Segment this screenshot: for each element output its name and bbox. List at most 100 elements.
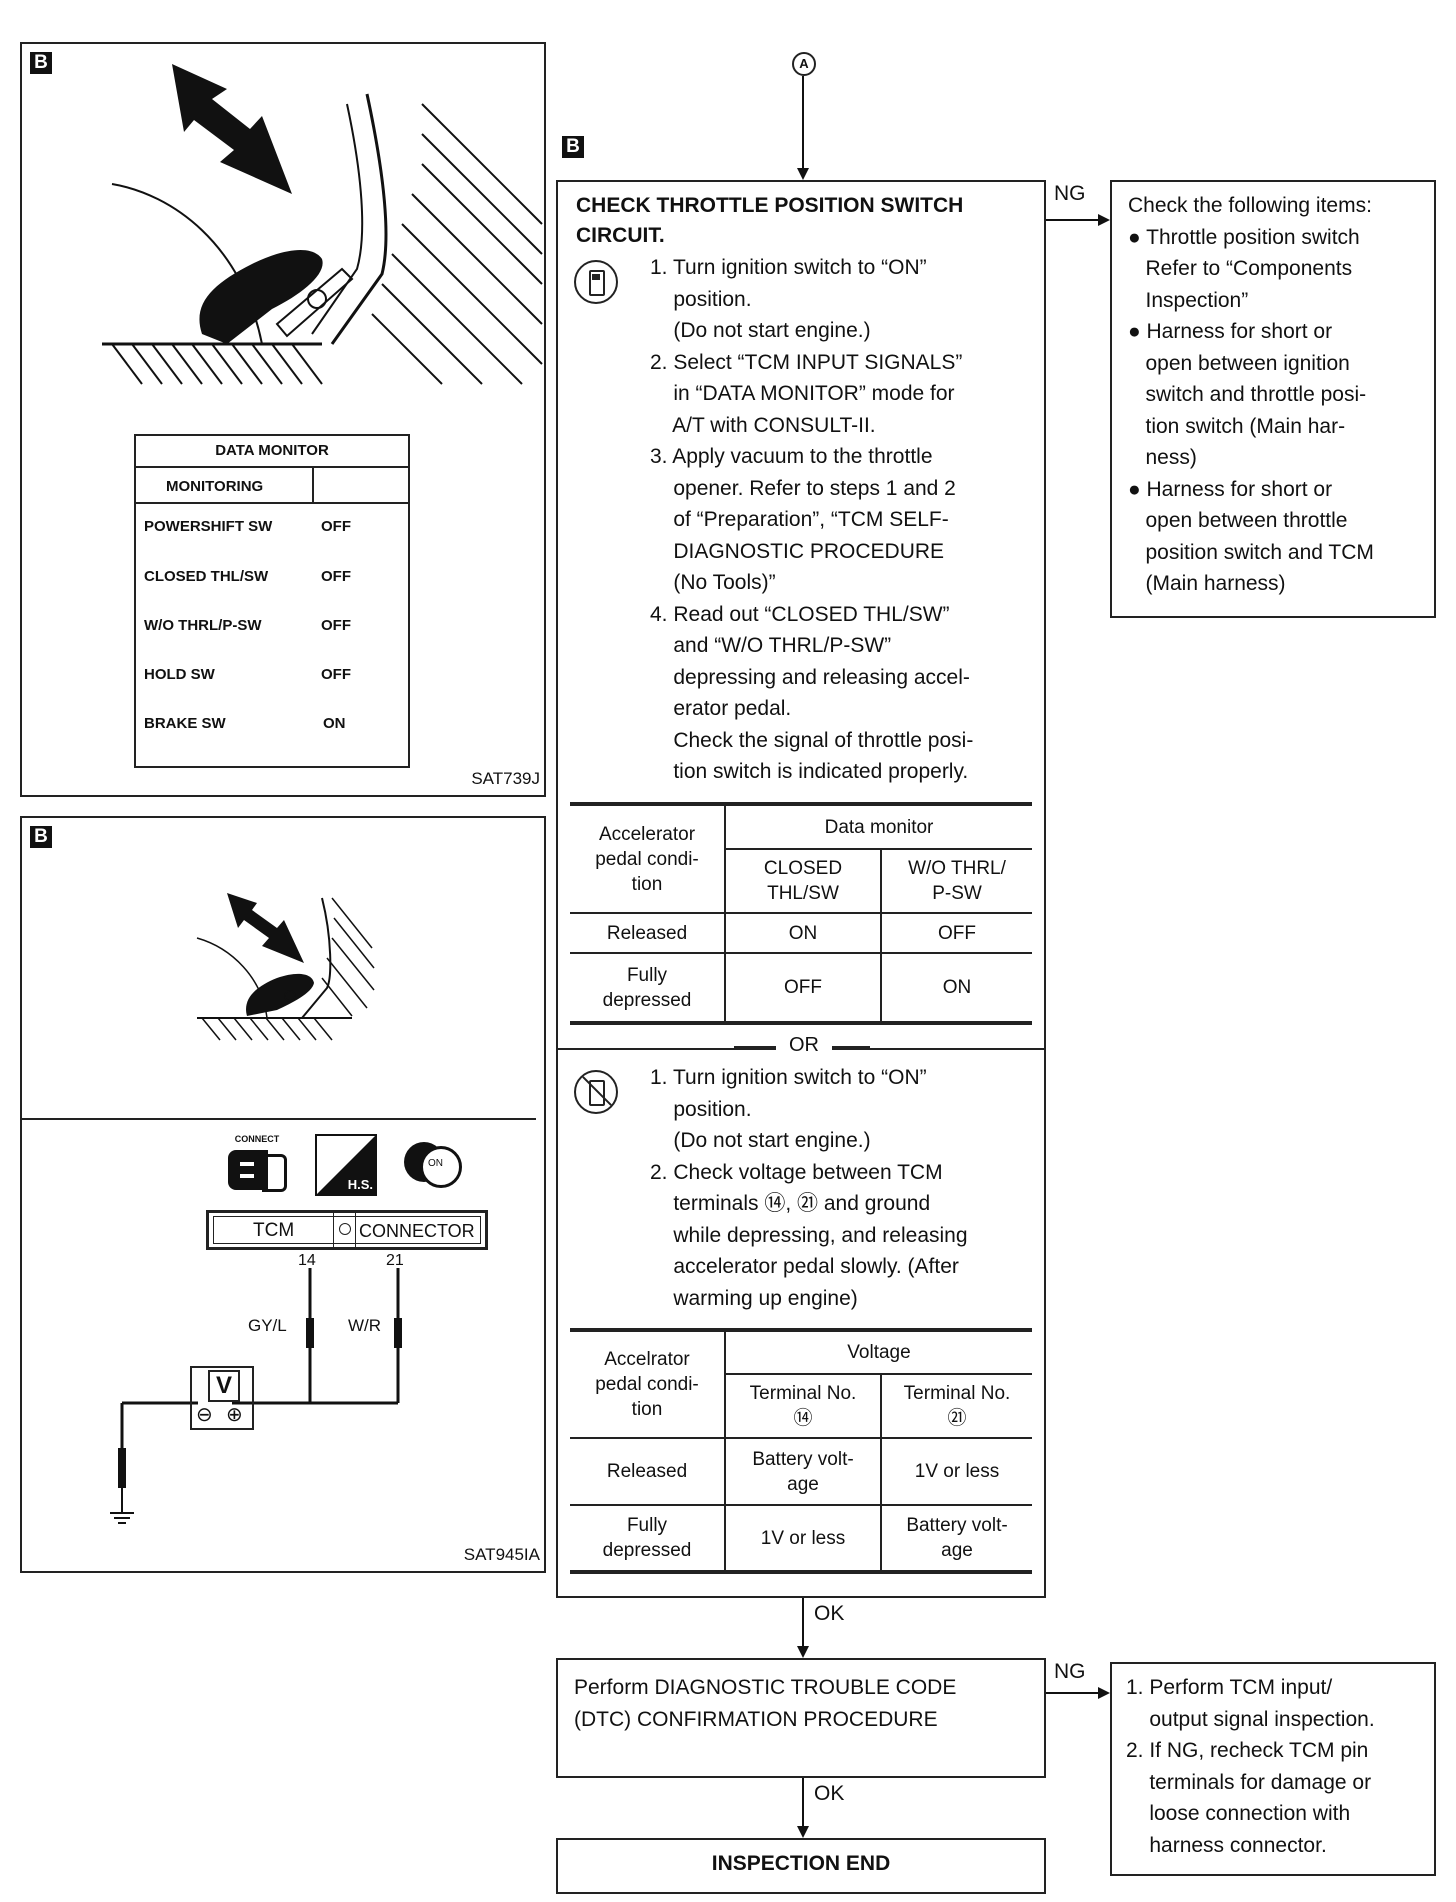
ng-tcm-inspection-box: 1. Perform TCM input/ output signal insp… bbox=[1110, 1662, 1436, 1876]
on-label: ON bbox=[428, 1158, 443, 1169]
text-line: position switch and TCM bbox=[1128, 540, 1374, 564]
header-line: W/O THRL/ bbox=[908, 858, 1006, 879]
cell: Fully depressed bbox=[570, 952, 726, 1024]
ignition-on-icon: ON bbox=[400, 1136, 462, 1192]
text-line: open between throttle bbox=[1128, 509, 1348, 532]
text-line: harness connector. bbox=[1126, 1833, 1327, 1857]
cell-line: age bbox=[787, 1473, 819, 1495]
text-line: open between ignition bbox=[1128, 351, 1350, 375]
connector-a-label: A bbox=[799, 56, 809, 71]
panel-tag-b: B bbox=[30, 826, 52, 848]
text-line: ness) bbox=[1128, 446, 1197, 469]
text-line: terminals for damage or bbox=[1126, 1770, 1372, 1794]
table2-group-header: Voltage bbox=[724, 1329, 1032, 1375]
header-line: tion bbox=[631, 1399, 663, 1420]
voltmeter-minus: ⊖ bbox=[196, 1404, 213, 1426]
text-line: warming up engine) bbox=[650, 1286, 858, 1310]
data-monitor-spec-table: Accelerator pedal condi- tion Data monit… bbox=[570, 802, 1032, 1025]
steps-without-consult: 1. Turn ignition switch to “ON” position… bbox=[650, 1062, 968, 1314]
consult-icon bbox=[574, 260, 618, 304]
table-row: Fully depressed OFF ON bbox=[570, 952, 1032, 1024]
top-illustration-panel: B DATA MONITOR MONITORING bbox=[20, 42, 546, 797]
pin-21-label: 21 bbox=[386, 1252, 404, 1269]
text-line: Check the signal of throttle posi- bbox=[650, 728, 974, 752]
cell: Released bbox=[570, 1437, 726, 1506]
divider bbox=[22, 1118, 536, 1120]
text-line: 2. Select “TCM INPUT SIGNALS” bbox=[650, 350, 963, 374]
text-line: A/T with CONSULT-II. bbox=[650, 413, 876, 437]
table1-col1-header: CLOSED THL/SW bbox=[724, 848, 882, 914]
monitor-row-value: OFF bbox=[321, 666, 351, 683]
cell: Released bbox=[570, 912, 726, 954]
table-row: Released Battery volt- age 1V or less bbox=[570, 1437, 1032, 1506]
main-box-tag-b: B bbox=[562, 136, 584, 158]
header-line: Accelerator bbox=[598, 823, 696, 845]
ng-check-items-box: Check the following items: ● Throttle pos… bbox=[1110, 180, 1436, 618]
cell-line: Battery volt- bbox=[752, 1448, 854, 1470]
ng-label-1: NG bbox=[1054, 182, 1086, 205]
throttle-check-box: CHECK THROTTLE POSITION SWITCH CIRCUIT. … bbox=[556, 180, 1046, 1598]
text-line: Check the following items: bbox=[1128, 194, 1372, 217]
wiring-diagram bbox=[110, 1268, 402, 1524]
text-line: (Main harness) bbox=[1128, 572, 1286, 595]
table-row: Fully depressed 1V or less Battery volt-… bbox=[570, 1504, 1032, 1573]
or-label: OR bbox=[776, 1034, 832, 1057]
pin-14-label: 14 bbox=[298, 1252, 316, 1269]
monitor-row-label: BRAKE SW bbox=[144, 715, 226, 732]
header-line: CLOSED bbox=[763, 858, 843, 879]
cell-line: Fully bbox=[626, 1515, 668, 1536]
dtc-line-1: Perform DIAGNOSTIC TROUBLE CODE bbox=[574, 1676, 957, 1699]
text-line: terminals ⑭, ㉑ and ground bbox=[650, 1192, 931, 1215]
text-line: tion switch (Main har- bbox=[1128, 414, 1346, 438]
ok-label-1: OK bbox=[814, 1602, 845, 1625]
cell: ON bbox=[880, 952, 1032, 1024]
cell: OFF bbox=[880, 912, 1032, 954]
ok-label-2: OK bbox=[814, 1782, 845, 1805]
text-line: 2. If NG, recheck TCM pin bbox=[1126, 1739, 1369, 1762]
divider bbox=[136, 466, 408, 468]
text-line: opener. Refer to steps 1 and 2 bbox=[650, 476, 956, 500]
cell: ON bbox=[724, 912, 882, 954]
cell-line: depressed bbox=[602, 1540, 692, 1561]
text-line: Inspection” bbox=[1128, 288, 1249, 312]
no-consult-icon bbox=[574, 1070, 618, 1114]
cell-line: Fully bbox=[626, 964, 668, 986]
text-line: erator pedal. bbox=[650, 697, 792, 720]
text-line: switch and throttle posi- bbox=[1128, 383, 1367, 406]
text-line: Refer to “Components bbox=[1128, 257, 1353, 280]
text-line: 3. Apply vacuum to the throttle bbox=[650, 445, 933, 468]
header-line: Terminal No. bbox=[749, 1383, 857, 1404]
monitor-row-label: W/O THRL/P-SW bbox=[144, 617, 262, 634]
monitor-row-value: ON bbox=[323, 715, 346, 732]
data-monitor-title: DATA MONITOR bbox=[215, 442, 329, 459]
tcm-connector: TCM CONNECTOR bbox=[206, 1210, 488, 1250]
cell: Battery volt- age bbox=[880, 1504, 1032, 1573]
header-line: P-SW bbox=[932, 883, 982, 904]
text-line: while depressing, and releasing bbox=[650, 1223, 968, 1247]
dtc-line-2: (DTC) CONFIRMATION PROCEDURE bbox=[574, 1708, 938, 1731]
header-line: Terminal No. bbox=[903, 1383, 1011, 1404]
text-line: accelerator pedal slowly. (After bbox=[650, 1255, 959, 1278]
divider bbox=[136, 502, 408, 504]
wire-gy-l-label: GY/L bbox=[248, 1316, 287, 1335]
text-line: tion switch is indicated properly. bbox=[650, 760, 969, 783]
monitor-row-value: OFF bbox=[321, 518, 351, 535]
table-row: Released ON OFF bbox=[570, 912, 1032, 954]
monitor-row-label: CLOSED THL/SW bbox=[144, 568, 269, 585]
panel-tag-b: B bbox=[30, 52, 52, 74]
table1-col0-header: Accelerator pedal condi- tion bbox=[570, 803, 726, 914]
text-line: of “Preparation”, “TCM SELF- bbox=[650, 508, 949, 531]
text-line: 1. Perform TCM input/ bbox=[1126, 1676, 1333, 1699]
connector-a-circle: A bbox=[792, 52, 816, 76]
figure-code: SAT739J bbox=[471, 769, 540, 788]
inspection-end-label: INSPECTION END bbox=[711, 1852, 891, 1875]
text-line: depressing and releasing accel- bbox=[650, 665, 970, 689]
divider bbox=[312, 466, 314, 502]
figure-code: SAT945IA bbox=[463, 1545, 540, 1564]
text-line: ● Throttle position switch bbox=[1128, 225, 1360, 249]
text-line: ● Harness for short or bbox=[1128, 477, 1333, 501]
connect-label: CONNECT bbox=[234, 1134, 280, 1144]
header-line: pedal condi- bbox=[595, 1374, 699, 1395]
header-line: ⑭ bbox=[793, 1408, 813, 1429]
header-line: THL/SW bbox=[767, 883, 839, 904]
